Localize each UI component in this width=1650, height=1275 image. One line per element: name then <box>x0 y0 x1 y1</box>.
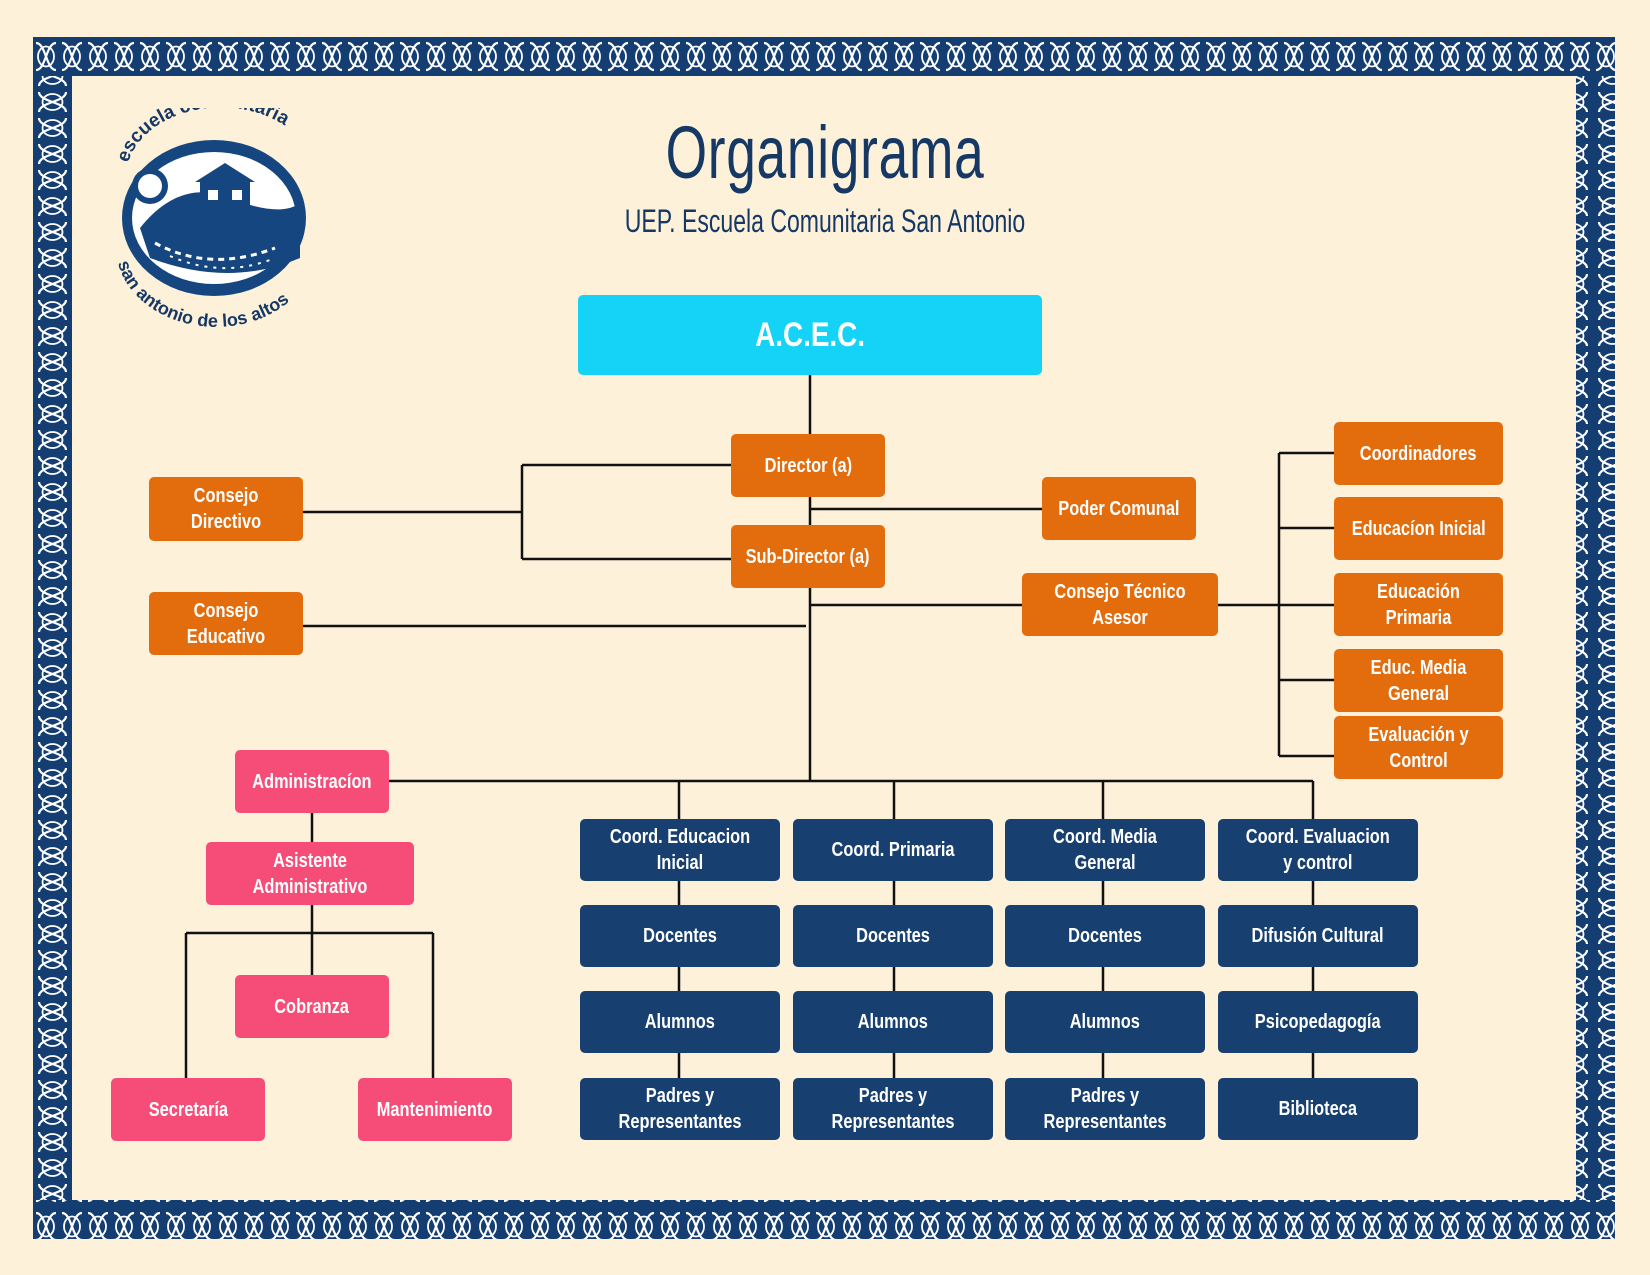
page-subtitle: UEP. Escuela Comunitaria San Antonio <box>624 203 1026 239</box>
node-administracion: Administracíon <box>235 750 389 813</box>
node-coord-inicial: Coord. Educacion Inicial <box>580 819 780 881</box>
page-title: Organigrama <box>665 111 985 194</box>
node-padres: Padres y Representantes <box>793 1078 993 1140</box>
node-alumnos: Alumnos <box>1005 991 1205 1053</box>
node-educ-media: Educ. Media General <box>1334 649 1503 712</box>
node-director: Director (a) <box>731 434 885 497</box>
node-coord-primaria: Coord. Primaria <box>793 819 993 881</box>
node-cobranza: Cobranza <box>235 975 389 1038</box>
node-docentes: Docentes <box>793 905 993 967</box>
node-psicopedagogia: Psicopedagogía <box>1218 991 1418 1053</box>
node-sub-director: Sub-Director (a) <box>731 525 885 588</box>
node-docentes: Docentes <box>1005 905 1205 967</box>
node-educacion-inicial: Educacíon Inicial <box>1334 497 1503 560</box>
node-consejo-educativo: Consejo Educativo <box>149 592 303 655</box>
node-coord-media: Coord. Media General <box>1005 819 1205 881</box>
node-consejo-tecnico: Consejo Técnico Asesor <box>1022 573 1218 636</box>
node-padres: Padres y Representantes <box>580 1078 780 1140</box>
node-acec: A.C.E.C. <box>578 295 1042 375</box>
node-padres: Padres y Representantes <box>1005 1078 1205 1140</box>
node-evaluacion-control: Evaluación y Control <box>1334 716 1503 779</box>
node-poder-comunal: Poder Comunal <box>1042 477 1196 540</box>
node-alumnos: Alumnos <box>793 991 993 1053</box>
node-secretaria: Secretaría <box>111 1078 265 1141</box>
node-coord-evaluacion: Coord. Evaluacion y control <box>1218 819 1418 881</box>
node-biblioteca: Biblioteca <box>1218 1078 1418 1140</box>
node-asistente-administrativo: Asistente Administrativo <box>206 842 414 905</box>
node-difusion-cultural: Difusión Cultural <box>1218 905 1418 967</box>
school-logo: escuela comunitaria san antonio de los a… <box>113 108 306 328</box>
node-alumnos: Alumnos <box>580 991 780 1053</box>
node-coordinadores: Coordinadores <box>1334 422 1503 485</box>
node-docentes: Docentes <box>580 905 780 967</box>
node-educacion-primaria: Educación Primaria <box>1334 573 1503 636</box>
node-consejo-directivo: Consejo Directivo <box>149 477 303 541</box>
node-mantenimiento: Mantenimiento <box>358 1078 512 1141</box>
